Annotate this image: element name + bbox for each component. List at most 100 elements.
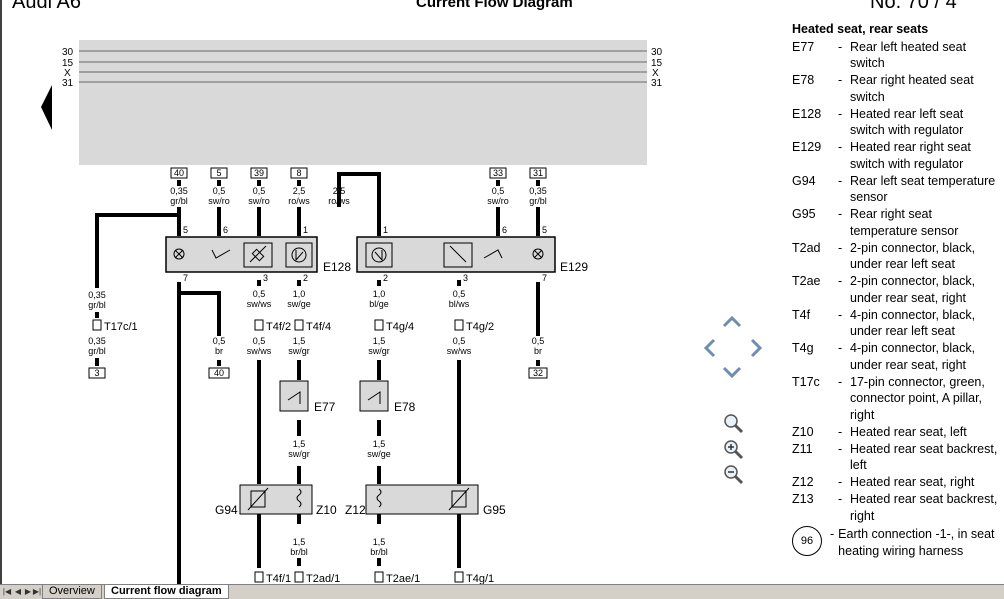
pin-number: 6 [502, 225, 507, 235]
legend-item: G94 -Rear left seat temperature sensor [792, 173, 998, 206]
wire-size: 1,0 [373, 289, 386, 299]
tab-overview[interactable]: Overview [42, 585, 102, 599]
wire-size: 0,35 [88, 290, 106, 300]
connector-label: T4g/4 [386, 321, 414, 333]
legend-desc: Heated rear seat backrest, left [850, 441, 998, 473]
pan-right-icon[interactable] [750, 338, 763, 358]
bus-label: 15 [651, 58, 663, 69]
wire-color: ro/ws [288, 196, 310, 206]
connector-label: T4f/2 [266, 321, 291, 333]
diagram-number: No. 70 / 4 [870, 0, 957, 13]
terminal-number: 40 [214, 368, 224, 378]
pan-down-icon[interactable] [722, 366, 742, 379]
legend-code: T4f [792, 307, 811, 322]
legend-sep: - [838, 173, 843, 188]
legend-title: Heated seat, rear seats [792, 22, 929, 36]
wire-size: 0,5 [453, 336, 466, 346]
first-tab-arrow-icon[interactable]: |◀ [2, 587, 12, 596]
legend-desc: Earth connection -1-, in seat heating wi… [838, 527, 995, 558]
component-label-E129: E129 [560, 260, 588, 274]
legend-code: G94 [792, 173, 816, 188]
bus-label: 15 [62, 58, 74, 69]
tab-bar: |◀ ◀ ▶ ▶| Overview Current flow diagram [0, 584, 1004, 599]
wire-color: br [534, 346, 542, 356]
wire-size: 2,5 [293, 186, 306, 196]
zoom-in-icon[interactable] [722, 438, 744, 460]
wire-size: 0,5 [492, 186, 505, 196]
pin-number: 1 [303, 225, 308, 235]
legend-code: T2ae [792, 274, 821, 288]
pin-number: 2 [303, 273, 308, 283]
tab-current-flow-diagram[interactable]: Current flow diagram [104, 585, 229, 599]
wire-color: sw/ws [247, 346, 272, 356]
bus-label: X [64, 68, 71, 79]
pan-up-icon[interactable] [722, 315, 742, 328]
terminal-number: 32 [533, 368, 543, 378]
pin-number: 7 [542, 273, 547, 283]
next-tab-arrow-icon[interactable]: ▶ [24, 587, 32, 596]
bus-label: 31 [62, 78, 74, 89]
legend-code: E77 [792, 39, 815, 54]
wire-color: sw/ge [287, 299, 311, 309]
legend-sep: - [838, 207, 843, 221]
legend-sep: - [838, 240, 843, 255]
legend-desc: 2-pin connector, black, under rear seat,… [850, 274, 976, 305]
wire-size: 0,5 [213, 186, 226, 196]
legend-item: E78-Rear right heated seat switch [792, 72, 998, 105]
legend-code: E129 [792, 140, 822, 154]
terminal-number: 33 [493, 168, 503, 178]
transistor-icon [291, 247, 307, 263]
pin-number: 5 [183, 225, 188, 235]
legend-desc: 2-pin connector, black, under rear left … [850, 240, 976, 272]
pin-number: 3 [263, 273, 268, 283]
wire-size: 1,5 [373, 537, 386, 547]
legend-item: Z10-Heated rear seat, left [792, 424, 998, 441]
zoom-fit-icon[interactable] [722, 412, 744, 434]
terminal-number: 5 [216, 168, 221, 178]
prev-tab-arrow-icon[interactable]: ◀ [14, 587, 22, 596]
wire-size: 0,5 [453, 289, 466, 299]
wire-size: 0,5 [253, 186, 266, 196]
earth-point-icon: 96 [792, 526, 822, 556]
wire-size: 1,5 [293, 336, 306, 346]
pin-number: 6 [223, 225, 228, 235]
Z12-G95-module [365, 484, 479, 515]
pan-navigation [703, 315, 763, 379]
terminal-number: 39 [254, 168, 264, 178]
legend-item: Z11-Heated rear seat backrest, left [792, 441, 998, 474]
connector-label: T4g/1 [466, 573, 494, 585]
wire-size: 1,0 [293, 289, 306, 299]
legend-item: T2ad -2-pin connector, black, under rear … [792, 240, 998, 273]
connector-label: T4f/1 [266, 573, 291, 585]
legend-earth-item: 96 - Earth connection -1-, in seat heati… [792, 526, 998, 559]
legend-desc: Rear left seat temperature sensor [850, 173, 996, 205]
page-back-arrow-icon [41, 85, 52, 130]
legend-desc: Rear right seat temperature sensor [850, 207, 959, 238]
wire-color: bl/ge [369, 299, 389, 309]
lamp-icon [173, 248, 185, 260]
legend-code: T4g [792, 341, 814, 355]
wire-size: 1,5 [293, 439, 306, 449]
connector-label: T4f/4 [306, 321, 331, 333]
wire-size: 1,5 [373, 439, 386, 449]
legend-item: E77-Rear left heated seat switch [792, 39, 998, 72]
legend-item: T2ae -2-pin connector, black, under rear … [792, 273, 998, 306]
legend-sep: - [838, 106, 843, 121]
terminal-number: 8 [296, 168, 301, 178]
wire-size: 2,5 [333, 186, 346, 196]
legend-sep: - [838, 274, 843, 288]
component-label-E128: E128 [323, 260, 351, 274]
wire-size: 0,35 [170, 186, 188, 196]
wire-color: br [215, 346, 223, 356]
zoom-out-icon[interactable] [722, 463, 744, 485]
last-tab-arrow-icon[interactable]: ▶| [32, 587, 42, 596]
legend-code: T17c [792, 374, 820, 389]
wire-color: sw/ge [367, 449, 391, 459]
legend-code: E78 [792, 73, 815, 87]
wire-color: sw/ro [208, 196, 230, 206]
legend-item: E128-Heated rear left seat switch with r… [792, 106, 998, 139]
bus-label: 30 [62, 47, 74, 58]
pan-left-icon[interactable] [703, 338, 716, 358]
legend-code: T2ad [792, 240, 821, 255]
